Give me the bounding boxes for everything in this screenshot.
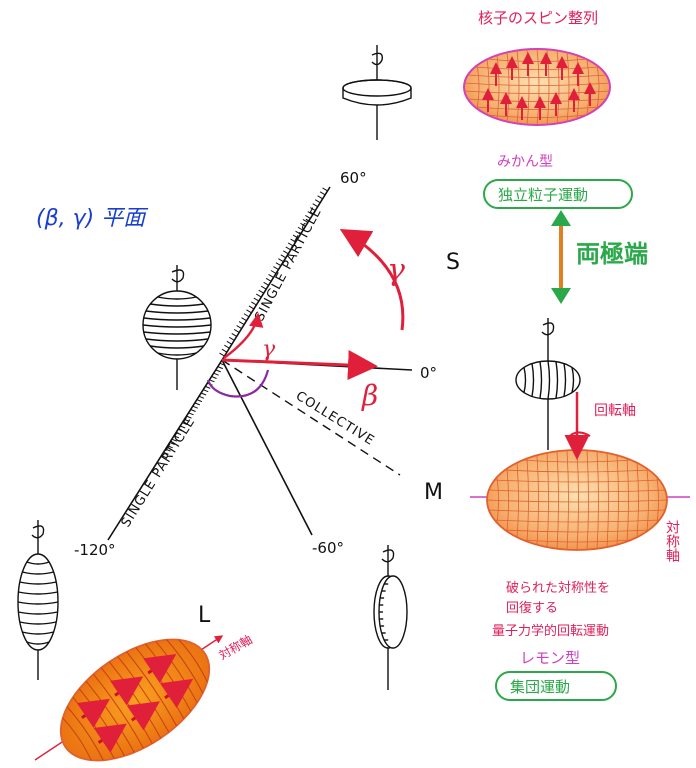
symmetry-axis-right-label: 対称軸 [664, 520, 680, 562]
nucleon-spin-alignment-label: 核子のスピン整列 [478, 9, 598, 27]
broken-symmetry-line2: 回復する [506, 600, 558, 616]
large-gamma-label: γ [387, 253, 405, 288]
beta-gamma-annotations: β γ γ [208, 232, 405, 412]
minus-sixty-axis [222, 360, 312, 535]
two-extremes-label: 両極端 [576, 240, 648, 268]
lemon-prolate-colored [470, 392, 690, 550]
prolate-nucleus-bottom-left [18, 520, 58, 680]
letter-L: L [198, 603, 211, 628]
thin-disc-nucleus-M [374, 545, 407, 690]
label-minus-120-deg: -120° [74, 541, 116, 559]
small-gamma-label: γ [262, 337, 276, 362]
independent-particle-motion-label: 独立粒子運動 [498, 186, 588, 204]
collective-rotation-ellipsoid-colored [35, 615, 230, 768]
beta-label: β [361, 379, 378, 412]
spin-aligned-oblate-colored [464, 49, 610, 125]
collective-motion-label: 集団運動 [510, 678, 570, 696]
label-60-deg: 60° [340, 169, 367, 187]
beta-arrow [222, 360, 372, 366]
broken-symmetry-line1: 破られた対称性を [506, 581, 610, 596]
two-extremes-double-arrow [551, 210, 571, 304]
small-gamma-arc [224, 315, 258, 358]
lemon-type-label: レモン型 [520, 649, 580, 667]
mikan-type-label: みかん型 [497, 154, 553, 170]
letter-S: S [446, 250, 460, 275]
letter-M: M [424, 480, 443, 505]
oblate-nucleus-S [516, 318, 580, 450]
sphere-nucleus [143, 265, 211, 390]
label-minus-60-deg: -60° [312, 539, 344, 557]
label-0-deg: 0° [420, 364, 437, 382]
plane-title: (β, γ) 平面 [36, 206, 149, 231]
collective-dashed-line [222, 360, 400, 475]
single-particle-upper-label: SINGLE PARTICLE [252, 205, 325, 324]
rotation-axis-label: 回転軸 [594, 403, 636, 419]
symmetry-axis-right-text: 対称軸 [664, 520, 680, 562]
single-particle-lower-label: SINGLE PARTICLE [119, 415, 199, 530]
oblate-disc-top [343, 45, 411, 140]
broken-symmetry-line3: 量子力学的回転運動 [492, 623, 609, 639]
symmetry-axis-bottom-label: 対称軸 [217, 632, 255, 662]
